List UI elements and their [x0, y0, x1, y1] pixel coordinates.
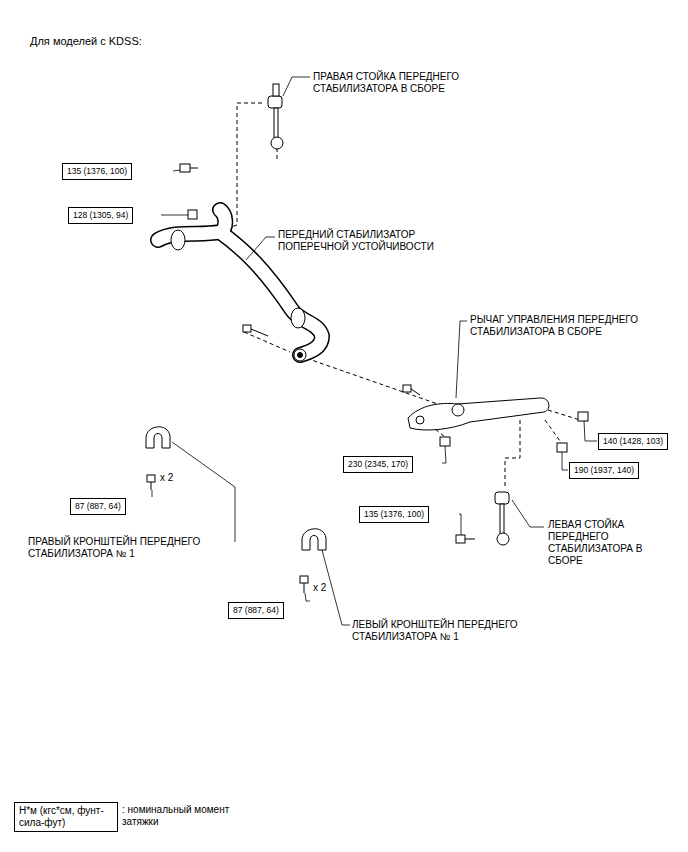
part-label: x 2 [160, 472, 173, 484]
torque-value: 190 (1937, 140) [574, 465, 634, 476]
torque-box: 128 (1305, 94) [68, 207, 133, 224]
torque-box: 135 (1376, 100) [62, 163, 132, 180]
part-label: : номинальный момент затяжки [122, 804, 242, 828]
legend-box: Н*м (кгс*см, фунт-сила-фут) [14, 802, 118, 832]
torque-value: 128 (1305, 94) [73, 210, 128, 221]
torque-value: 230 (2345, 170) [348, 459, 408, 470]
part-label: x 2 [313, 582, 326, 594]
torque-box: 87 (887, 64) [70, 498, 126, 515]
part-label: ЛЕВАЯ СТОЙКА ПЕРЕДНЕГО СТАБИЛИЗАТОРА В С… [548, 519, 648, 567]
torque-value: 135 (1376, 100) [364, 509, 424, 520]
part-label: РЫЧАГ УПРАВЛЕНИЯ ПЕРЕДНЕГО СТАБИЛИЗАТОРА… [470, 314, 680, 338]
torque-box: 87 (887, 64) [228, 602, 284, 619]
torque-value: 87 (887, 64) [233, 605, 279, 616]
part-label: ПРАВАЯ СТОЙКА ПЕРЕДНЕГО СТАБИЛИЗАТОРА В … [313, 71, 493, 95]
part-label: ЛЕВЫЙ КРОНШТЕЙН ПЕРЕДНЕГО СТАБИЛИЗАТОРА … [352, 619, 572, 643]
torque-value: 135 (1376, 100) [67, 166, 127, 177]
torque-box: 230 (2345, 170) [343, 456, 413, 473]
torque-value: 87 (887, 64) [75, 501, 121, 512]
torque-value: 140 (1428, 103) [603, 436, 663, 447]
torque-box: 135 (1376, 100) [359, 506, 429, 523]
torque-box: 190 (1937, 140) [569, 462, 639, 479]
part-label: ПРАВЫЙ КРОНШТЕЙН ПЕРЕДНЕГО СТАБИЛИЗАТОРА… [28, 536, 228, 560]
part-label: ПЕРЕДНИЙ СТАБИЛИЗАТОР ПОПЕРЕЧНОЙ УСТОЙЧИ… [278, 229, 478, 253]
torque-value: Н*м (кгс*см, фунт-сила-фут) [19, 805, 113, 829]
diagram-title: Для моделей с KDSS: [30, 35, 142, 47]
torque-box: 140 (1428, 103) [598, 433, 668, 450]
